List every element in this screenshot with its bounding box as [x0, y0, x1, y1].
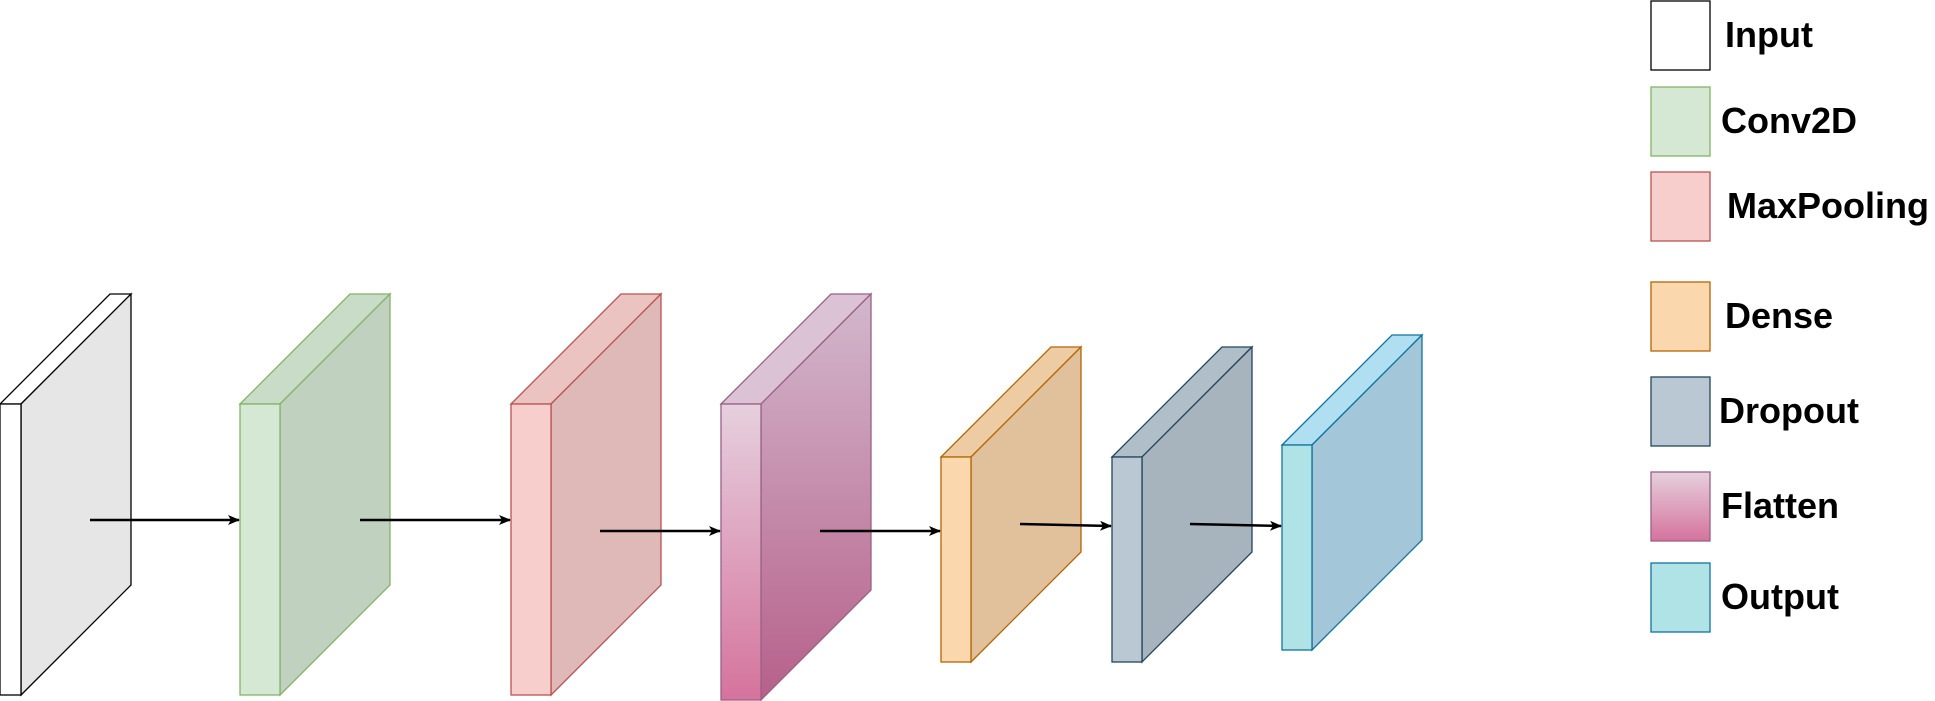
layer-block-maxpooling [509, 292, 663, 697]
legend-label-dropout: Dropout [1719, 390, 1859, 431]
layer-front-face-maxpooling [510, 403, 552, 696]
legend-label-conv2d: Conv2D [1721, 100, 1857, 141]
layer-front-face-conv2d [239, 403, 281, 696]
legend-label-dense: Dense [1725, 295, 1833, 336]
legend-swatch-dropout [1650, 376, 1711, 447]
layer-front-face-output [1281, 444, 1313, 651]
legend-swatch-input [1650, 0, 1711, 71]
legend-swatch-flatten [1650, 471, 1711, 542]
legend-swatch-maxpooling [1650, 171, 1711, 242]
legend-label-maxpooling: MaxPooling [1727, 185, 1929, 226]
legend-item-input: Input [1650, 0, 1813, 71]
layer-block-conv2d [238, 292, 392, 697]
layer-front-face-dense [940, 456, 972, 663]
layer-front-face-dropout [1111, 456, 1143, 663]
connector-arrow-6 [1189, 520, 1282, 531]
legend-label-flatten: Flatten [1721, 485, 1839, 526]
legend-item-flatten: Flatten [1650, 471, 1839, 542]
legend-item-maxpooling: MaxPooling [1650, 171, 1929, 242]
layer-side-face-input [20, 292, 132, 697]
layer-connectors [90, 515, 1282, 536]
layer-block-output [1280, 333, 1424, 652]
legend-swatch-output [1650, 562, 1711, 633]
legend-item-dropout: Dropout [1650, 376, 1859, 447]
layer-block-dropout [1110, 345, 1254, 664]
layer-block-dense [939, 345, 1083, 664]
legend-item-dense: Dense [1650, 281, 1833, 352]
layer-front-face-flatten [720, 403, 762, 701]
network-layers [0, 292, 1424, 701]
legend-item-output: Output [1650, 562, 1839, 633]
layer-block-input [0, 292, 133, 697]
legend-label-output: Output [1721, 576, 1839, 617]
layer-front-face-input [0, 403, 22, 696]
legend-swatch-conv2d [1650, 86, 1711, 157]
legend-swatch-dense [1650, 281, 1711, 352]
connector-arrow-5 [1019, 520, 1112, 531]
legend-item-conv2d: Conv2D [1650, 86, 1857, 157]
legend-label-input: Input [1725, 14, 1813, 55]
layer-block-flatten [719, 292, 873, 701]
